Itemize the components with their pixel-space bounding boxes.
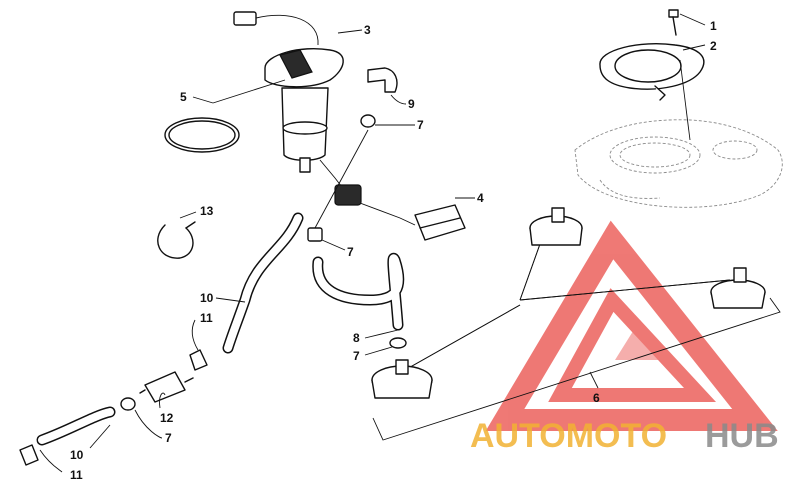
callout-6: 6 <box>593 391 600 405</box>
leader-lines <box>39 29 475 473</box>
watermark-text-automoto: AUTOMOTO <box>470 417 667 455</box>
callout-11-lower: 11 <box>70 468 83 482</box>
callout-4: 4 <box>477 191 484 205</box>
callout-13: 13 <box>200 204 214 218</box>
part-fuel-pump-assembly <box>233 11 466 241</box>
part-o-ring <box>164 117 240 153</box>
callout-7-middle: 7 <box>347 245 354 259</box>
callout-1: 1 <box>710 19 717 33</box>
callout-10-upper: 10 <box>200 291 214 305</box>
watermark-logo <box>485 220 778 431</box>
callout-2: 2 <box>710 39 717 53</box>
part-6-bracket <box>372 297 781 441</box>
watermark-text: AUTOMOTO HUB <box>470 417 779 455</box>
callout-5: 5 <box>180 90 187 104</box>
part-pickup-assembly <box>371 207 766 399</box>
callout-8: 8 <box>353 331 360 345</box>
callout-7-pump: 7 <box>417 118 424 132</box>
callout-10-lower: 10 <box>70 448 84 462</box>
watermark-text-hub: HUB <box>705 417 779 455</box>
part-fuel-filter <box>139 371 194 403</box>
part-quick-connect-fittings <box>19 349 208 466</box>
fuel-tank-ghost <box>574 119 783 208</box>
callout-numbers: 1 2 3 4 5 6 7 7 7 7 8 9 10 10 11 11 12 1… <box>70 19 717 482</box>
callout-7-lower: 7 <box>353 349 360 363</box>
hose-middle <box>312 252 405 331</box>
part-gasket-plate <box>599 43 706 141</box>
part-screw <box>668 9 706 36</box>
part-clamp-ring <box>157 211 197 259</box>
callout-11-upper: 11 <box>200 311 213 325</box>
callout-9: 9 <box>408 97 415 111</box>
hose-left-upper <box>222 212 304 354</box>
callout-12: 12 <box>160 411 174 425</box>
callout-3: 3 <box>364 23 371 37</box>
hose-left-lower <box>36 406 116 446</box>
callout-7-filter: 7 <box>165 431 172 445</box>
